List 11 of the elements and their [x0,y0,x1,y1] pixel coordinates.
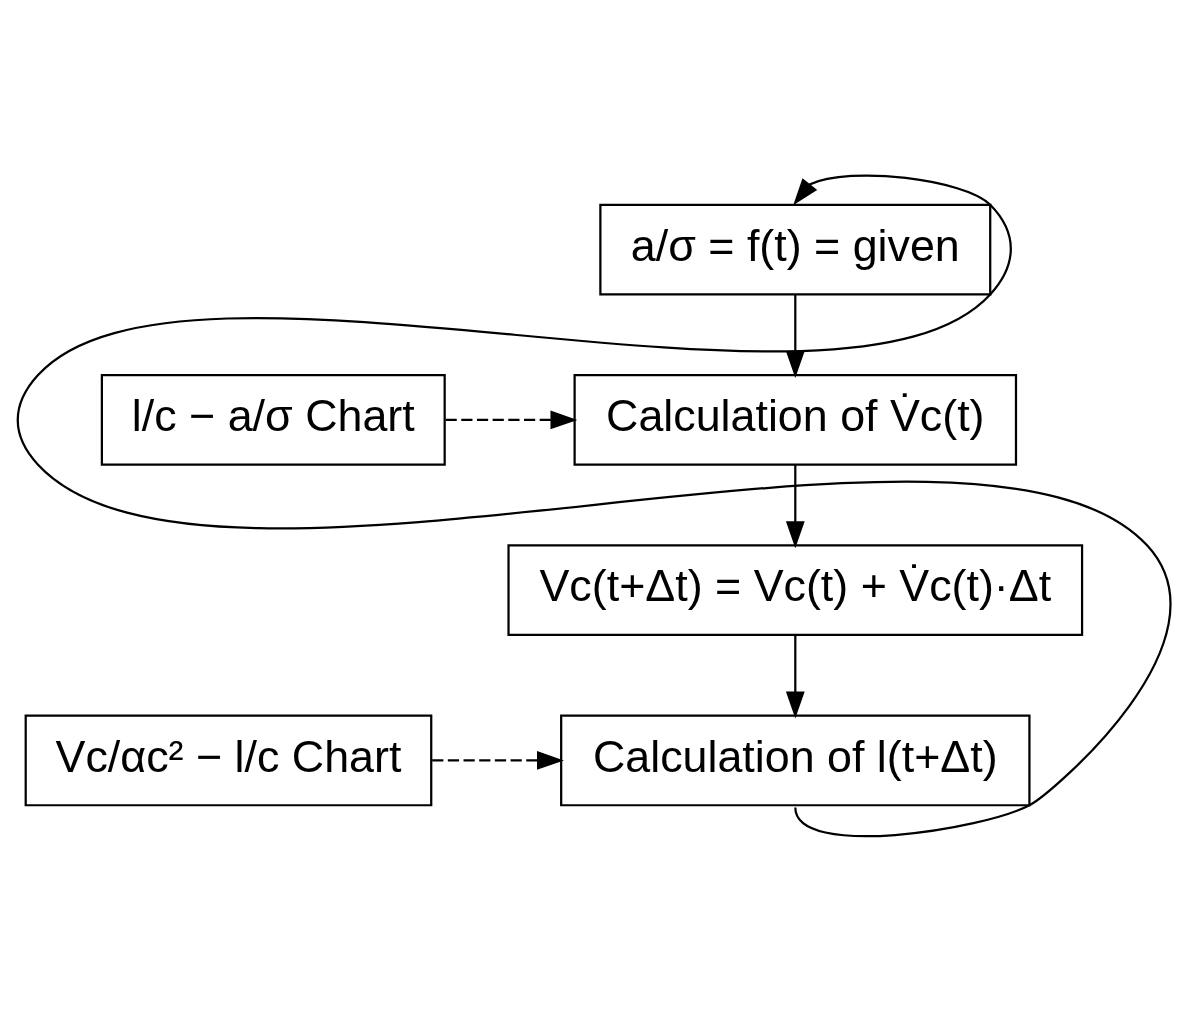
arrow [785,294,805,378]
node-box: Calculation of V̇c(t) [573,373,1018,466]
node-box: a/σ = f(t) = given [599,203,992,296]
arrow [445,409,578,429]
arrow [432,750,564,770]
node-box: Vc(t+Δt) = Vc(t) + V̇c(t)·Δt [507,543,1084,636]
arrow [785,634,805,718]
node-box: Vc/αc² − l/c Chart [24,714,433,806]
node-box: Calculation of l(t+Δt) [560,714,1031,806]
arrow [785,464,805,548]
node-box: l/c − a/σ Chart [100,373,446,466]
